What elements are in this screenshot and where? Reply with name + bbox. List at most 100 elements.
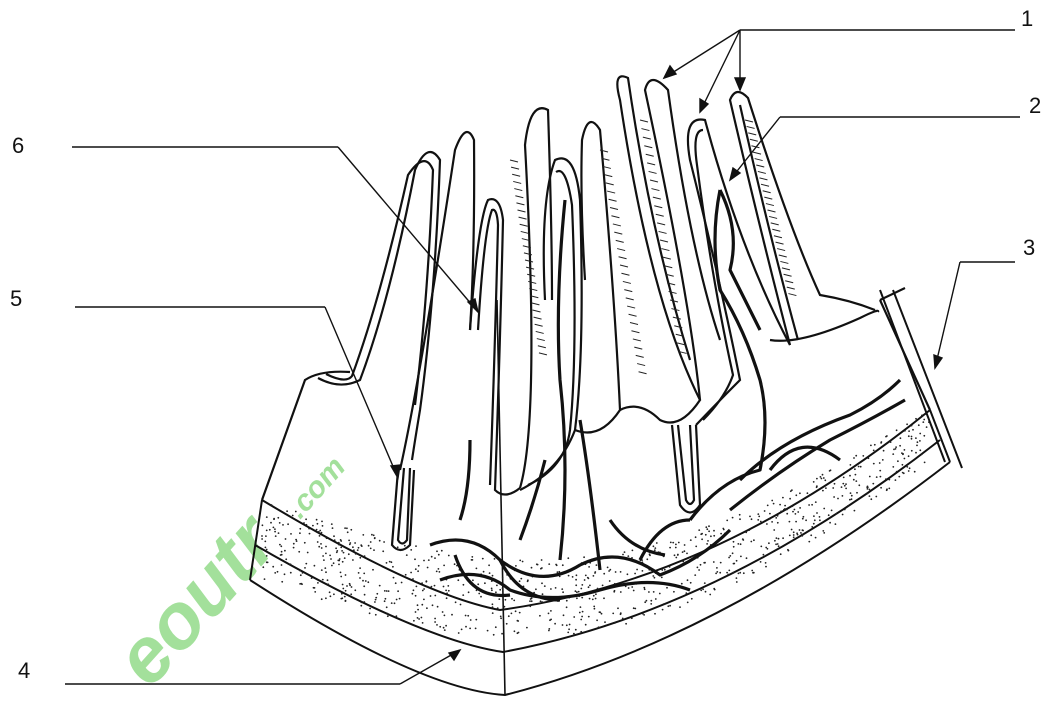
stipple-dot [368,545,370,547]
stipple-dot [779,504,781,506]
stipple-dot [581,597,583,599]
hatch-stroke [534,317,542,319]
stipple-dot [393,577,395,579]
stipple-dot [904,430,906,432]
stipple-dot [739,518,741,520]
stipple-dot [599,611,601,613]
stipple-dot [385,598,387,600]
stipple-dot [654,613,656,615]
stipple-dot [692,555,694,557]
stipple-dot [304,567,306,569]
stipple-dot [333,562,335,564]
stipple-dot [557,571,559,573]
stipple-dot [685,592,687,594]
stipple-dot [581,616,583,618]
hatch-stroke [659,231,667,233]
stipple-dot [847,505,849,507]
stipple-dot [880,476,882,478]
hatch-stroke [535,324,543,326]
stipple-dot [299,532,301,534]
stipple-dot [340,547,342,549]
stipple-dot [575,629,577,631]
stipple-dot [343,552,345,554]
hatch-stroke [758,171,766,173]
stipple-dot [915,418,917,420]
stipple-dot [879,470,881,472]
stipple-dot [700,589,702,591]
stipple-dot [757,513,759,515]
stipple-dot [654,577,656,579]
hatch-stroke [604,175,612,177]
stipple-dot [816,512,818,514]
stipple-dot [822,530,824,532]
stipple-dot [845,483,847,485]
stipple-dot [303,522,305,524]
hatch-stroke [538,346,546,348]
stipple-dot [821,478,823,480]
stipple-dot [430,595,432,597]
stipple-dot [748,529,750,531]
stipple-dot [309,533,311,535]
stipple-dot [767,548,769,550]
stipple-dot [643,587,645,589]
stipple-dot [628,587,630,589]
stipple-dot [603,597,605,599]
stipple-dot [614,590,616,592]
stipple-dot [670,542,672,544]
stipple-dot [278,532,280,534]
stipple-dot [682,551,684,553]
stipple-dot [886,489,888,491]
stipple-dot [842,483,844,485]
stipple-dot [801,535,803,537]
hatch-stroke [616,240,624,242]
stipple-dot [594,608,596,610]
stipple-dot [266,516,268,518]
stipple-dot [617,607,619,609]
stipple-dot [682,561,684,563]
stipple-dot [488,564,490,566]
hatch-stroke [763,191,771,193]
stipple-dot [515,565,517,567]
stipple-dot [758,516,760,518]
stipple-dot [397,546,399,548]
stipple-dot [875,496,877,498]
stipple-dot [562,564,564,566]
stipple-dot [387,613,389,615]
stipple-dot [675,557,677,559]
stipple-dot [431,586,433,588]
stipple-dot [695,536,697,538]
stipple-dot [720,533,722,535]
stipple-dot [285,558,287,560]
stipple-dot [919,440,921,442]
stipple-dot [911,438,913,440]
stipple-dot [914,471,916,473]
hatch-stroke [787,287,795,289]
stipple-dot [726,520,728,522]
stipple-dot [548,613,550,615]
stipple-dot [355,553,357,555]
stipple-dot [431,556,433,558]
stipple-dot [644,588,646,590]
stipple-dot [348,553,350,555]
stipple-dot [350,529,352,531]
hatch-stroke [660,240,668,242]
stipple-dot [325,553,327,555]
stipple-dot [644,601,646,603]
stipple-dot [919,433,921,435]
stipple-dot [736,577,738,579]
stipple-dot [765,562,767,564]
stipple-dot [743,572,745,574]
hatch-stroke [777,249,785,251]
stipple-dot [713,530,715,532]
hatch-stroke [637,364,645,366]
stipple-dot [873,450,875,452]
stipple-dot [775,543,777,545]
stipple-dot [345,600,347,602]
stipple-dot [581,584,583,586]
stipple-dot [550,588,552,590]
stipple-dot [831,510,833,512]
stipple-dot [346,527,348,529]
stipple-dot [519,580,521,582]
stipple-dot [888,479,890,481]
stipple-dot [282,524,284,526]
